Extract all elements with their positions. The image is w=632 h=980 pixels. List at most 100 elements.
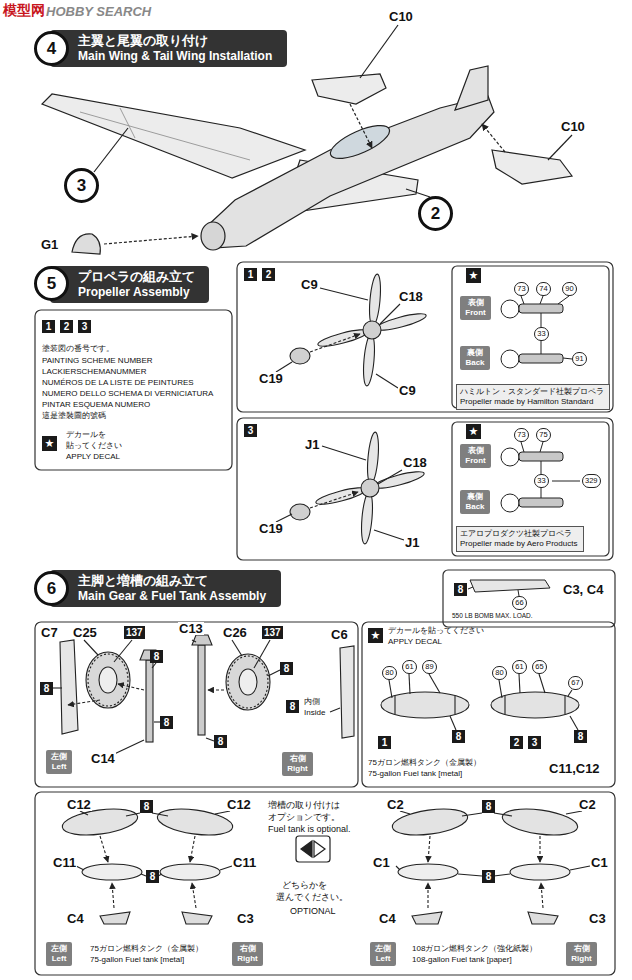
fuel-tank-illustration [152,813,168,816]
part-number: G1 [40,238,59,251]
fuel-tank-illustration [160,864,220,880]
fuel-tank-illustration [61,674,590,924]
decal-number: 80 [492,666,507,680]
fuel-tank-illustration [458,874,482,876]
fuel-tank-illustration [82,864,142,880]
fuel-tank-illustration [126,813,140,816]
part-number: C11 [232,856,257,869]
fuel-tank-illustration [570,716,578,730]
fuel-tank-illustration [192,883,196,908]
note-text: 75-gallon Fuel tank [metal] [368,769,462,779]
side-tag: 右側Right [282,752,313,776]
node-text: 主脚と増槽の組み立て [78,573,269,589]
fuel-tank-illustration [396,866,400,870]
side-tag: 裏側Back [460,490,490,514]
propeller-illustration [290,504,310,520]
scheme-badge: 2 [262,268,275,281]
airplane-illustration [201,222,225,250]
decal-number: 33 [534,474,549,488]
paint-callout: 8 [40,682,53,695]
panel-frame [452,422,609,556]
airplane-illustration [205,96,494,248]
propeller-illustration [378,470,402,484]
fuel-tank-illustration [220,866,232,870]
decal-illustration [541,461,542,474]
main-gear-illustration [228,656,268,708]
panel-frame [35,310,232,470]
paint-callout: 137 [124,626,145,639]
part-number: C4 [378,912,397,925]
node-text: Propeller made by Hamilton Standard [460,397,606,407]
watermark: 模型网 [3,2,45,18]
decal-number: 329 [582,474,601,488]
node-text: ハミルトン・スタンダード社製プロペラ [460,387,606,397]
part-number: C19 [258,522,284,535]
decal-number: 65 [532,660,547,674]
node-text: プロペラの組み立て [78,269,197,285]
airplane-illustration [80,112,250,160]
side-tag: 左側Left [46,942,72,966]
fuel-tank-illustration [519,674,520,693]
node-text: Left [50,954,68,964]
note-text: 這是塗裝圖的號碼 [42,411,106,421]
paint-callout: 137 [262,626,283,639]
fuel-tank-illustration [112,883,114,908]
decal-number: 90 [562,282,577,296]
node-text: Right [236,954,259,964]
node-text: 裏側 [464,492,486,502]
scheme-badge: 1 [378,736,391,749]
scheme-badge: 2 [60,320,73,333]
part-number: C6 [330,628,349,641]
option-icon [296,836,330,862]
airplane-illustration [312,74,386,104]
paint-callout: 8 [146,870,159,883]
note-text: PAINTING SCHEME NUMBER [42,356,153,366]
fuel-tank-illustration [190,836,195,862]
node-text: 5 [47,274,56,294]
airplane-illustration [482,124,505,152]
fuel-tank-illustration [429,674,440,693]
node-text: Left [374,954,392,964]
part-number: C9 [300,278,319,291]
fuel-tank-illustration [215,811,230,814]
note-text: Inside [304,708,325,718]
paint-callout: 8 [482,870,495,883]
fuel-tank-illustration [494,874,510,876]
side-tag: 右側Right [232,942,263,966]
part-number: C12 [226,798,252,811]
node-text: Front [464,456,487,466]
side-tag: 左側Left [46,750,72,774]
propeller-illustration [320,288,368,300]
main-gear-illustration [226,654,270,710]
part-number: C1 [590,856,609,869]
main-gear-illustration [146,660,153,742]
bomb-rack-illustration [470,580,550,592]
fuel-tank-illustration [400,811,410,814]
side-tag: 右側Right [566,942,597,966]
fuel-tank-illustration [427,883,428,908]
main-gear-illustration [88,654,128,706]
fuel-tank-illustration [394,696,395,714]
node-text: エアロプロダクツ社製プロペラ [460,529,580,539]
decal-number: 67 [568,676,583,690]
node-text: Front [464,308,487,318]
part-number: C3, C4 [562,583,604,596]
fuel-tank-illustration [381,692,469,718]
main-gear-illustration [340,646,354,738]
step-number: 4 [34,31,69,66]
airplane-illustration [72,234,100,254]
note-text: 75-gallon Fuel tank [metal] [90,955,184,965]
main-gear-illustration [232,640,242,656]
main-gear-illustration [68,700,100,705]
decal-illustration [519,304,563,313]
propeller-illustration [310,334,360,352]
main-gear-illustration [198,645,205,735]
decal-number: 66 [512,596,527,610]
note-text: APPLY DECAL [388,637,442,647]
option-icon [301,841,312,857]
panel-frame [362,622,615,787]
part-number: J1 [404,536,420,549]
node-text: Right [286,764,309,774]
node-text: 右側 [286,754,309,764]
main-gear-illustration [114,640,132,662]
